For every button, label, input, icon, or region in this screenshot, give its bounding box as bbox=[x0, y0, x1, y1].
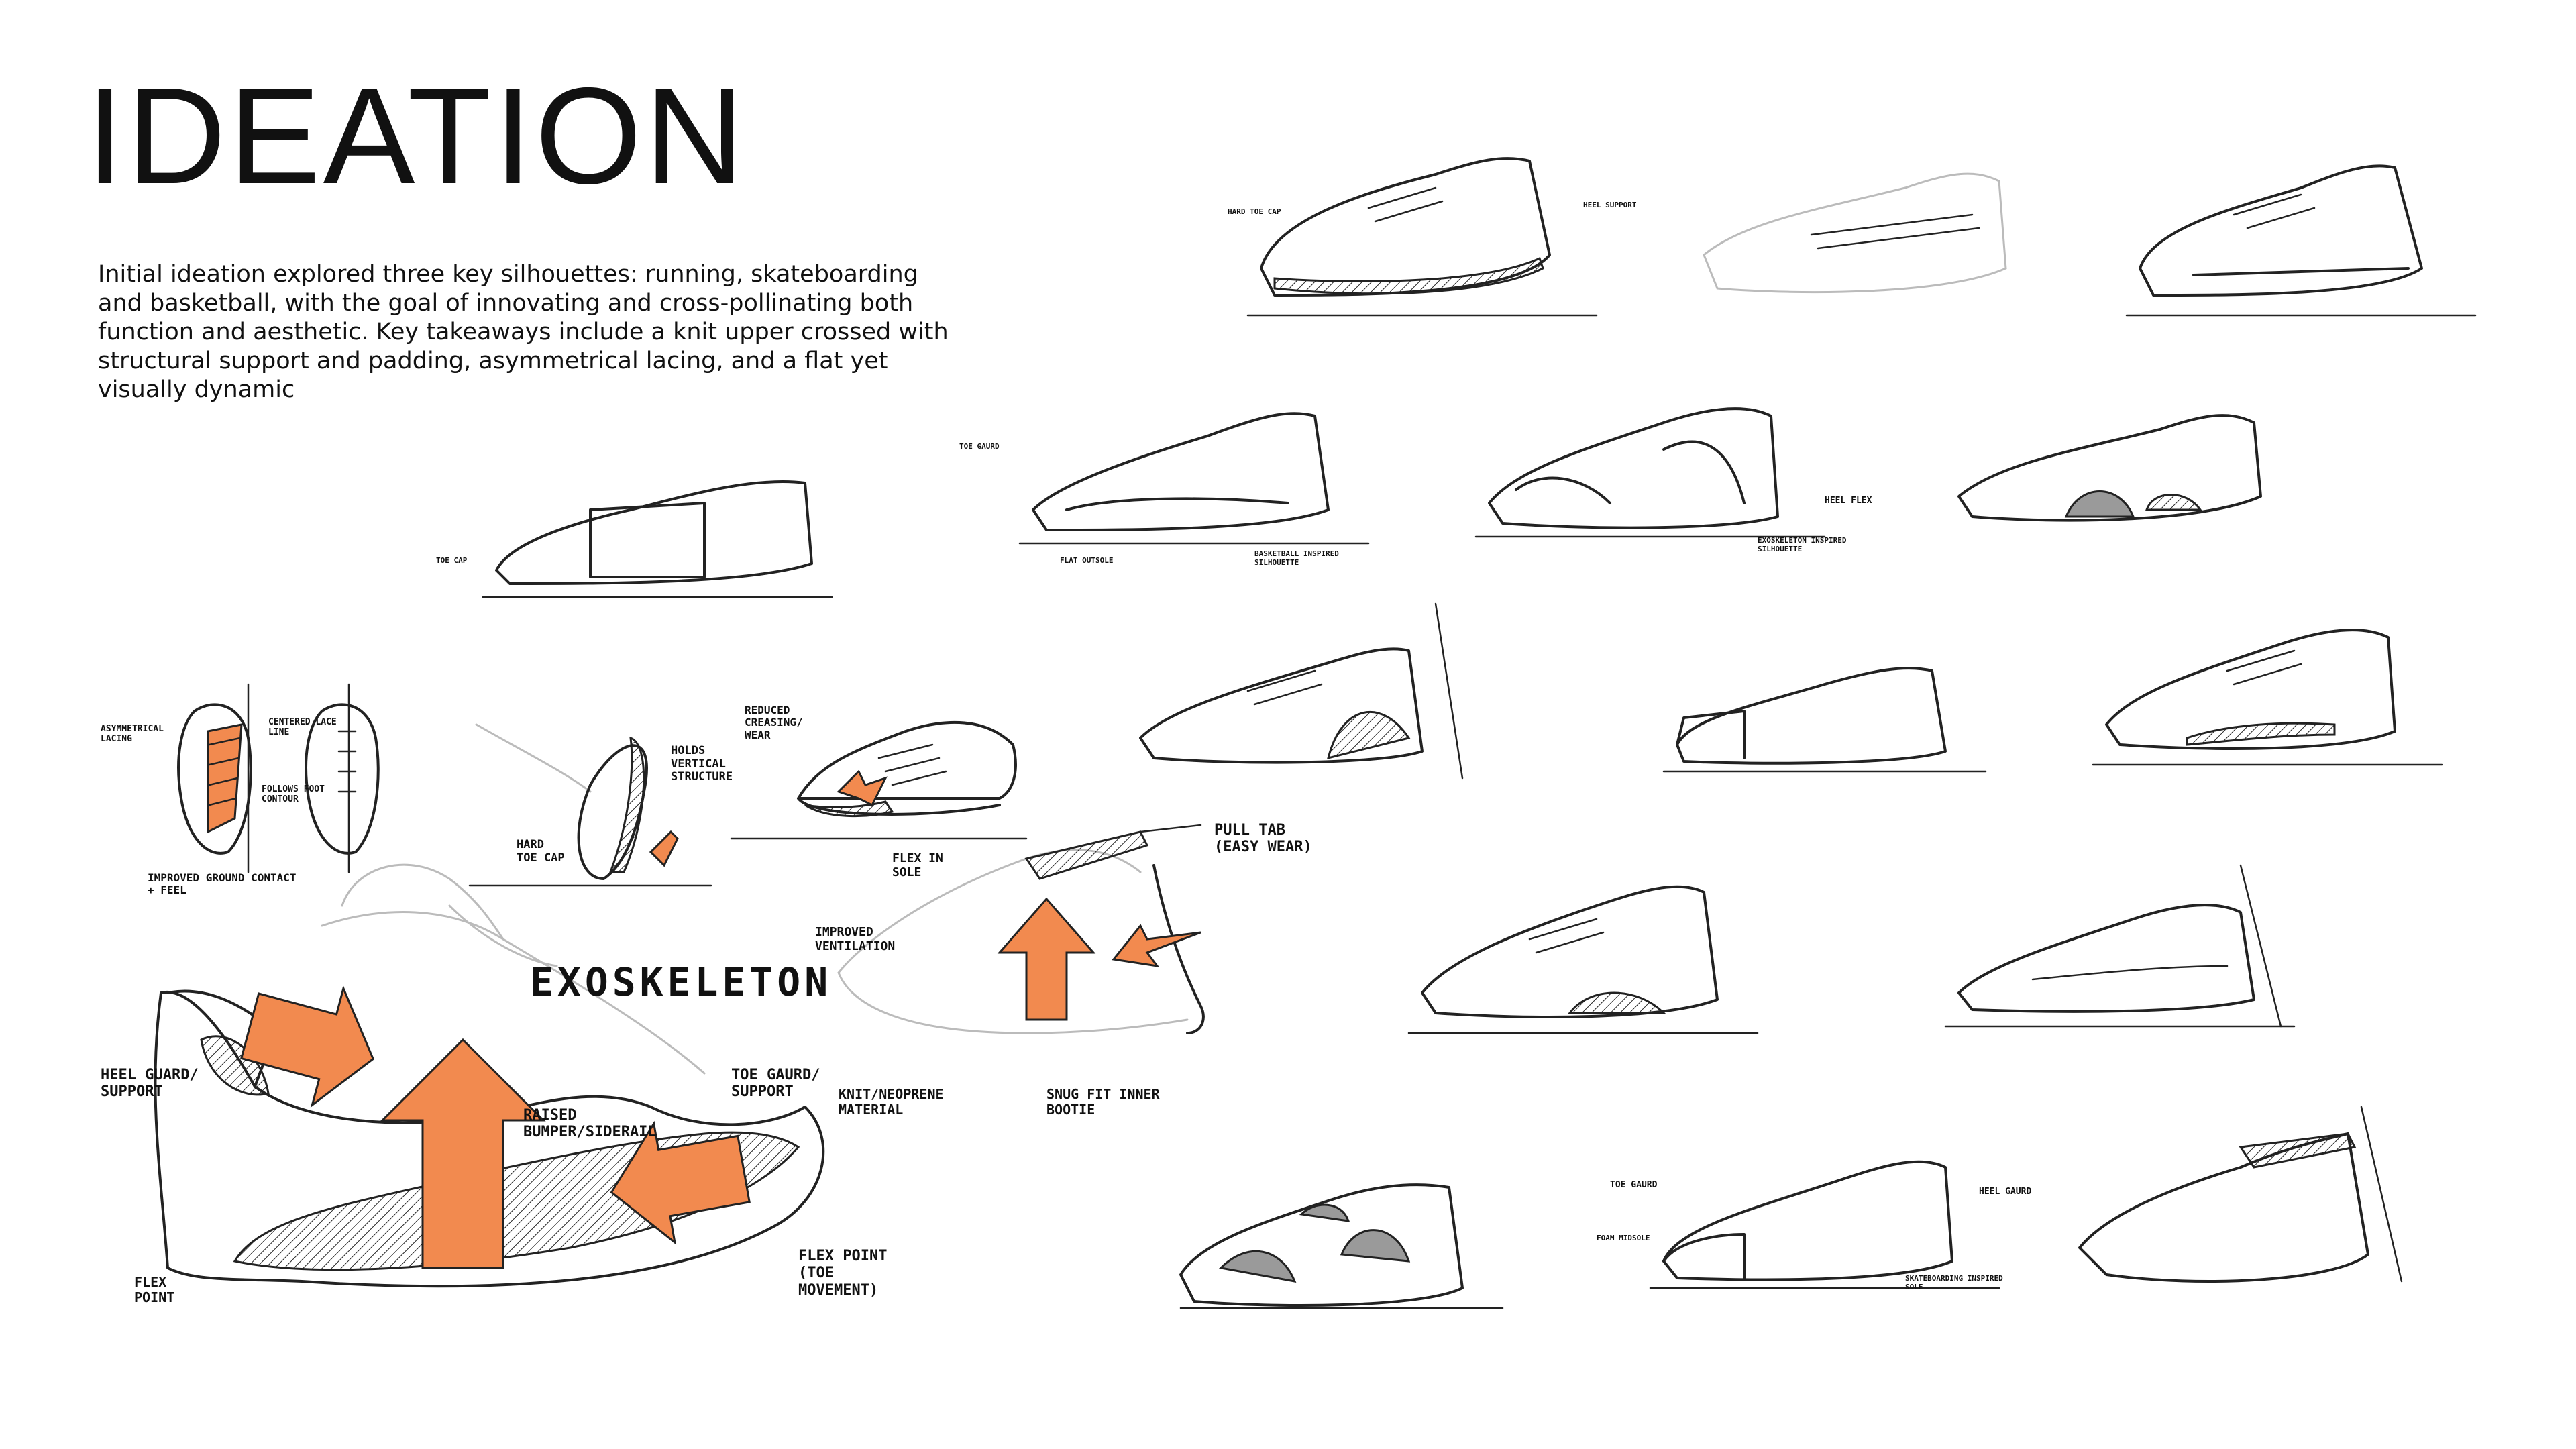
page-title: IDEATION bbox=[86, 59, 747, 213]
sketch-label-a9: TOE GAURD bbox=[1610, 1180, 1658, 1190]
shoe-sketch-01 bbox=[1234, 134, 1610, 335]
sketch-label-a11: SKATEBOARDING INSPIRED SOLE bbox=[1905, 1274, 2003, 1291]
label-improved-contact: IMPROVED GROUND CONTACT + FEEL bbox=[148, 871, 297, 897]
sketch-label-a1: HARD TOE CAP bbox=[1228, 207, 1281, 216]
shoe-sketch-15 bbox=[2066, 1106, 2442, 1308]
label-flex-point: FLEX POINT bbox=[134, 1274, 175, 1305]
shoe-sketch-08 bbox=[1127, 602, 1476, 780]
label-flex-point-toe: FLEX POINT (TOE MOVEMENT) bbox=[798, 1248, 888, 1299]
label-raised-bumper: RAISED BUMPER/SIDERAIL bbox=[523, 1107, 657, 1141]
shoe-sketch-14 bbox=[1637, 1114, 2012, 1301]
sketch-label-a8: EXOSKELETON INSPIRED SILHOUETTE bbox=[1758, 536, 1847, 553]
exoskeleton-sketch bbox=[101, 825, 973, 1348]
pull-tab-sketch bbox=[825, 818, 1254, 1073]
sketch-label-a5: TOE GAURD bbox=[959, 442, 1000, 451]
sketch-label-a6: BASKETBALL INSPIRED SILHOUETTE bbox=[1254, 549, 1339, 567]
label-reduced-creasing: REDUCED CREASING/ WEAR bbox=[745, 704, 803, 741]
shoe-sketch-09 bbox=[1650, 617, 1999, 778]
flex-sole-sketch bbox=[730, 691, 1028, 852]
shoe-sketch-02 bbox=[1690, 141, 2026, 315]
sketch-label-a4: FLAT OUTSOLE bbox=[1060, 556, 1114, 565]
label-pull-tab: PULL TAB (EASY WEAR) bbox=[1214, 822, 1312, 856]
shoe-sketch-11 bbox=[1395, 839, 1771, 1053]
label-toe-guard: TOE GAURD/ SUPPORT bbox=[731, 1067, 820, 1101]
label-flex-in-sole: FLEX IN SOLE bbox=[892, 851, 943, 879]
hard-toe-sketch bbox=[468, 698, 712, 899]
label-ventilation: IMPROVED VENTILATION bbox=[815, 925, 896, 953]
exoskeleton-heading: EXOSKELETON bbox=[530, 959, 833, 1005]
shoe-sketch-04 bbox=[470, 409, 845, 610]
label-follows-foot: FOLLOWS FOOT CONTOUR bbox=[262, 784, 325, 804]
label-snug-fit: SNUG FIT INNER BOOTIE bbox=[1046, 1086, 1160, 1118]
sketch-label-a12: HEEL GAURD bbox=[1979, 1187, 2032, 1197]
sketch-label-a7: HEEL FLEX bbox=[1825, 496, 1872, 506]
shoe-sketch-12 bbox=[1932, 864, 2308, 1040]
shoe-sketch-06 bbox=[1462, 369, 1838, 557]
label-centered-lace: CENTERED LACE LINE bbox=[268, 717, 337, 737]
label-hard-toe-cap: HARD TOE CAP bbox=[517, 838, 565, 865]
shoe-sketch-05 bbox=[1006, 376, 1382, 564]
label-holds-structure: HOLDS VERTICAL STRUCTURE bbox=[671, 744, 733, 784]
shoe-sketch-10 bbox=[2080, 590, 2455, 778]
lacing-sketch bbox=[154, 683, 409, 873]
shoe-sketch-03 bbox=[2113, 134, 2489, 335]
sketch-label-a10: FOAM MIDSOLE bbox=[1597, 1234, 1650, 1242]
shoe-sketch-13 bbox=[1167, 1120, 1516, 1322]
label-knit-neoprene: KNIT/NEOPRENE MATERIAL bbox=[839, 1086, 944, 1118]
shoe-sketch-07 bbox=[1945, 382, 2281, 543]
label-heel-guard: HEEL GUARD/ SUPPORT bbox=[101, 1067, 199, 1101]
sketch-label-a2: HEEL SUPPORT bbox=[1583, 201, 1637, 209]
intro-paragraph: Initial ideation explored three key silh… bbox=[98, 261, 949, 403]
sketch-label-a3: TOE CAP bbox=[436, 556, 468, 565]
label-asym-lacing: ASYMMETRICAL LACING bbox=[101, 724, 164, 744]
